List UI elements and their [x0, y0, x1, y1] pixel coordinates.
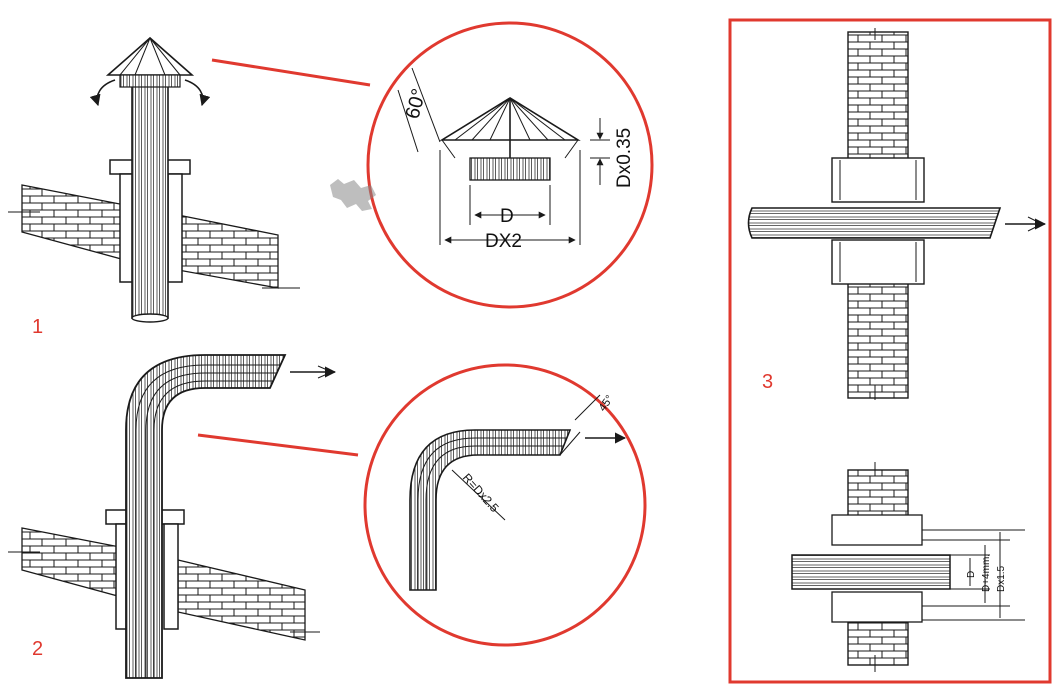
wall-upper [831, 28, 925, 400]
wall-lower [831, 462, 923, 672]
roof-1 [8, 184, 300, 289]
rain-cap-1 [89, 36, 211, 107]
pipe-3-upper [747, 207, 1047, 239]
cap-detail-1 [397, 67, 610, 245]
sleeve-diameter-label: Dx1.5 [996, 565, 1007, 592]
elbow-detail-2 [409, 394, 627, 591]
pipe-1 [131, 69, 169, 319]
panel-label-3: 3 [762, 371, 773, 393]
panel-2: R=Dx2.5 45° 2 [8, 354, 647, 679]
radius-label-2: R=Dx2.5 [460, 471, 502, 516]
panel-label-1: 1 [32, 316, 43, 338]
pipe-3-lower [791, 529, 1025, 621]
panel-1: 60° Dx0.35 D DX2 1 [8, 21, 654, 338]
panel-label-2: 2 [32, 638, 43, 660]
cap-height-label: Dx0.35 [614, 128, 635, 188]
ink-smudge [330, 179, 376, 211]
angle-label-2: 45° [597, 393, 616, 414]
panel-3: D D+4mm. Dx1.5 3 [728, 18, 1052, 684]
diameter-label-1: D [500, 206, 514, 227]
diameter-label-3: D [966, 571, 977, 578]
diameter-plus-4mm-label: D+4mm. [981, 554, 992, 592]
pipe-2 [125, 354, 287, 679]
flashing-1 [109, 159, 191, 283]
angle-label-1: 60° [402, 86, 431, 121]
double-diameter-label: DX2 [485, 231, 522, 252]
